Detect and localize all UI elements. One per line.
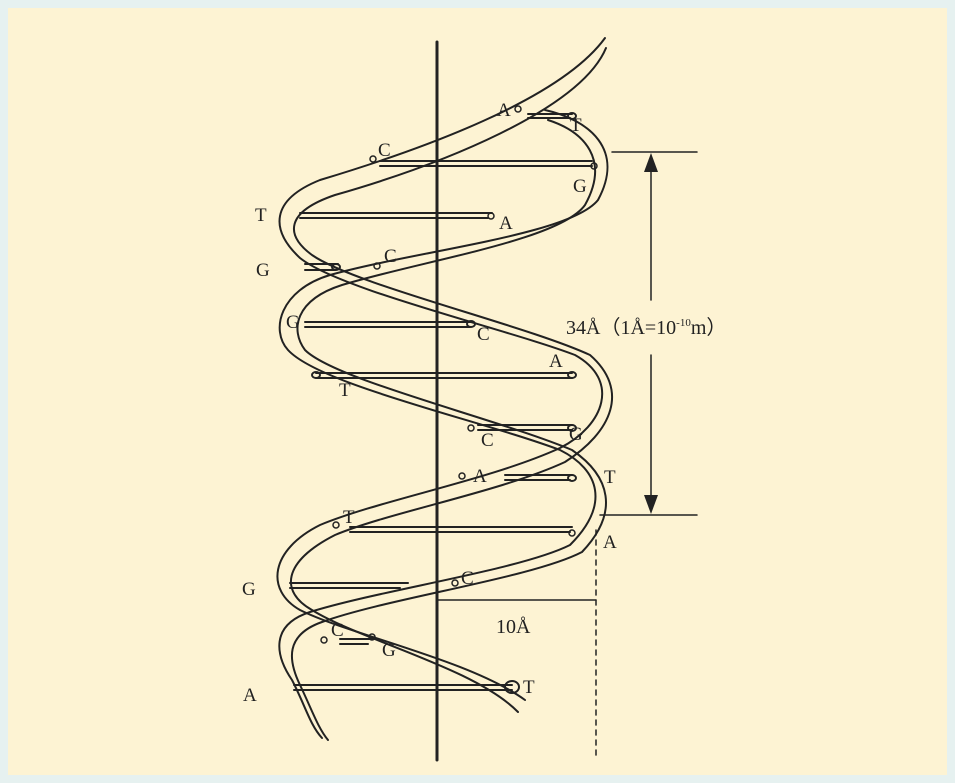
arrow-up-icon [644,153,658,172]
pitch-dimension [599,151,698,516]
base-label: G [286,312,300,333]
base-label: A [499,213,513,234]
base-label: G [569,424,583,445]
base-label: A [603,532,617,553]
base-label: T [523,677,535,698]
base-label: T [255,205,267,226]
base-label: C [477,324,490,345]
base-label: C [384,246,397,267]
base-label: G [573,176,587,197]
base-label: A [243,685,257,706]
base-label: T [343,507,355,528]
strand-a [276,37,614,713]
base-label: G [256,260,270,281]
base-label: A [497,100,511,121]
phosphate-circles [320,105,598,644]
base-label: T [570,115,582,136]
diagram-panel [8,8,947,775]
base-label: G [382,640,396,661]
arrow-down-icon [644,495,658,514]
base-label: T [339,380,351,401]
radius-label: 10Å [496,616,531,638]
base-label: A [549,351,563,372]
base-label: C [378,140,391,161]
base-label: T [604,467,616,488]
pitch-label: 34Å（1Å=10-10m） [566,316,726,339]
rung-end-loops [311,112,577,694]
base-label: C [331,620,344,641]
base-label: C [481,430,494,451]
base-pair-rungs [289,113,593,691]
radius-dimension [436,529,597,761]
base-label: C [461,568,474,589]
base-label: G [242,579,256,600]
base-label: A [473,466,487,487]
